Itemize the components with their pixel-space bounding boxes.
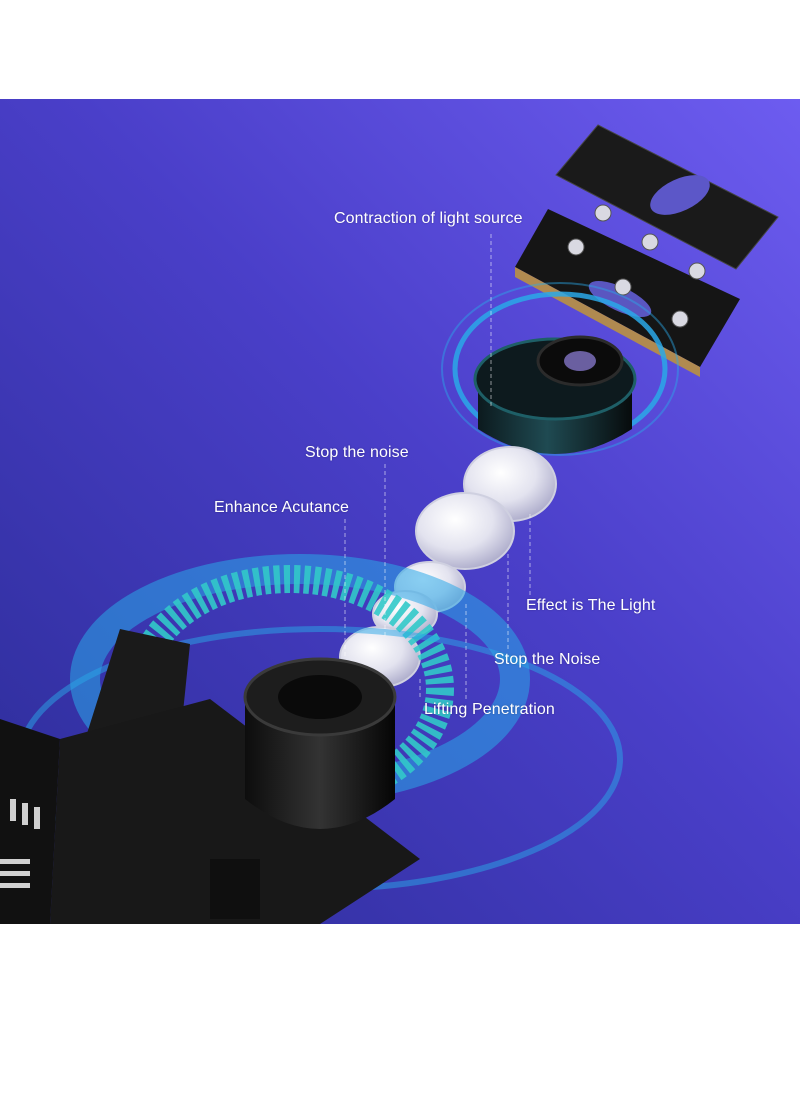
label-effect-is-the-light: Effect is The Light [526, 597, 656, 614]
label-lifting-penetration: Lifting Penetration [424, 701, 555, 718]
diagram-art [0, 99, 800, 924]
led-board [515, 124, 779, 377]
label-stop-the-noise-lower: Stop the Noise [494, 651, 601, 668]
label-enhance-acutance: Enhance Acutance [214, 499, 350, 516]
upper-lens-module [441, 282, 679, 456]
leader-lines [344, 234, 531, 702]
label-stop-the-noise-upper: Stop the noise [305, 444, 409, 461]
camera-body [0, 629, 420, 924]
exploded-camera-diagram: Contraction of light source Stop the noi… [0, 99, 800, 924]
label-contraction-of-light-source: Contraction of light source [334, 210, 523, 227]
